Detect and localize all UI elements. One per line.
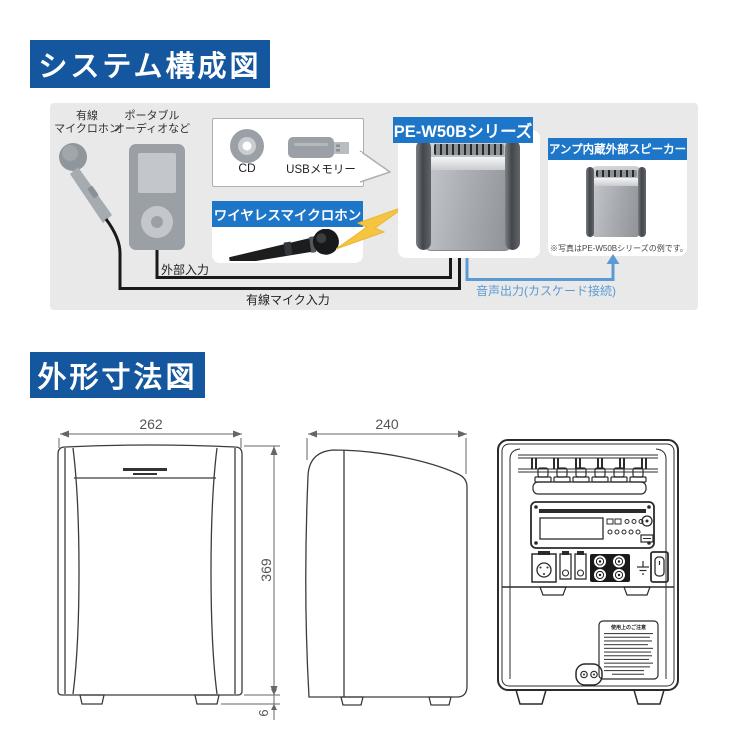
ground-symbol bbox=[637, 561, 649, 575]
speaker-grille bbox=[427, 169, 509, 250]
side-depth-value: 240 bbox=[375, 416, 399, 432]
xlr-input bbox=[531, 553, 557, 583]
dimensions-title: 外形寸法図 bbox=[30, 352, 205, 398]
front-height-dimension bbox=[221, 445, 280, 720]
front-width-value: 262 bbox=[139, 416, 163, 432]
rear-cd-module bbox=[530, 501, 655, 549]
ac-inlet bbox=[575, 663, 603, 686]
wired-mic-input-label: 有線マイク入力 bbox=[246, 293, 330, 307]
cd-label: CD bbox=[238, 161, 256, 175]
external-speaker-note: ※写真はPE-W50Bシリーズの例です。 bbox=[550, 244, 688, 253]
front-foot-value: 6 bbox=[256, 709, 271, 716]
front-panel-tiny-text bbox=[123, 468, 167, 471]
caution-text-lines bbox=[604, 633, 653, 675]
usb-memory-label: USBメモリー bbox=[286, 164, 356, 176]
side-view-drawing: 240 bbox=[305, 416, 468, 706]
media-box-pointer bbox=[359, 150, 391, 183]
external-speaker-tag: アンプ内蔵外部スピーカー bbox=[548, 138, 687, 160]
speaker-handle-slots bbox=[596, 169, 637, 177]
lcd-display bbox=[539, 517, 604, 540]
usb-port bbox=[640, 534, 654, 543]
side-depth-dimension bbox=[306, 433, 467, 474]
speaker-grille bbox=[592, 186, 640, 237]
wireless-microphone-icon bbox=[229, 229, 339, 261]
speaker-right-pillar bbox=[505, 140, 520, 250]
front-height-value: 369 bbox=[258, 558, 274, 582]
rear-caution-label: 使用上のご注意 bbox=[598, 620, 659, 680]
portable-audio-label: ポータブル オーディオなど bbox=[113, 110, 191, 135]
ext-input-label: 外部入力 bbox=[161, 263, 210, 277]
side-body-outline bbox=[305, 449, 468, 706]
main-unit-speaker-image bbox=[416, 138, 520, 252]
rear-view-drawing: 使用上のご注意 bbox=[497, 439, 679, 705]
rear-handle-ticks bbox=[531, 458, 647, 469]
system-config-title: システム構成図 bbox=[30, 40, 270, 88]
rear-knob-row bbox=[532, 467, 647, 495]
main-unit-tag: PE-W50Bシリーズ bbox=[393, 117, 533, 143]
power-switch bbox=[650, 551, 669, 583]
front-width-dimension bbox=[58, 433, 242, 448]
module-knob bbox=[641, 515, 653, 527]
audio-output-label: 音声出力(カスケード接続) bbox=[476, 284, 616, 298]
usb-memory-icon bbox=[288, 137, 349, 158]
rear-connector-row bbox=[531, 551, 669, 583]
phone-jack-1 bbox=[559, 553, 572, 580]
rear-body-outline bbox=[497, 439, 679, 705]
speaker-left-pillar bbox=[416, 140, 431, 250]
rear-handle-area bbox=[518, 454, 658, 473]
caution-title: 使用上のご注意 bbox=[610, 624, 646, 631]
speaker-right-pillar bbox=[637, 167, 646, 237]
front-body-outline bbox=[57, 444, 243, 705]
disc-slot bbox=[539, 509, 646, 513]
cd-icon bbox=[230, 129, 264, 163]
wired-microphone-icon bbox=[59, 143, 112, 223]
external-speaker-image bbox=[586, 166, 646, 238]
speaker-top-band bbox=[427, 157, 509, 171]
front-view-drawing: 262 369 6 bbox=[57, 416, 280, 720]
phone-jack-2 bbox=[574, 553, 587, 580]
wired-mic-label: 有線 マイクロホン bbox=[54, 110, 120, 135]
portable-audio-icon bbox=[129, 144, 185, 250]
speaker-left-pillar bbox=[586, 167, 595, 237]
speaker-handle-slots bbox=[433, 143, 505, 156]
